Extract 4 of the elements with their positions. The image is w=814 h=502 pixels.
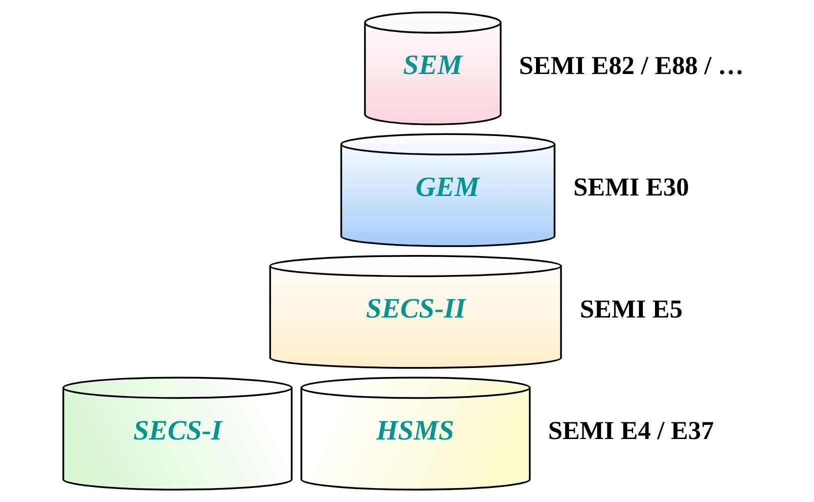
label: SEMI E5 (579, 294, 682, 324)
label: SEMI E4 / E37 (548, 416, 714, 446)
label: SEMI E82 / E88 / … (518, 51, 744, 80)
label: SEMI E30 (572, 172, 689, 202)
